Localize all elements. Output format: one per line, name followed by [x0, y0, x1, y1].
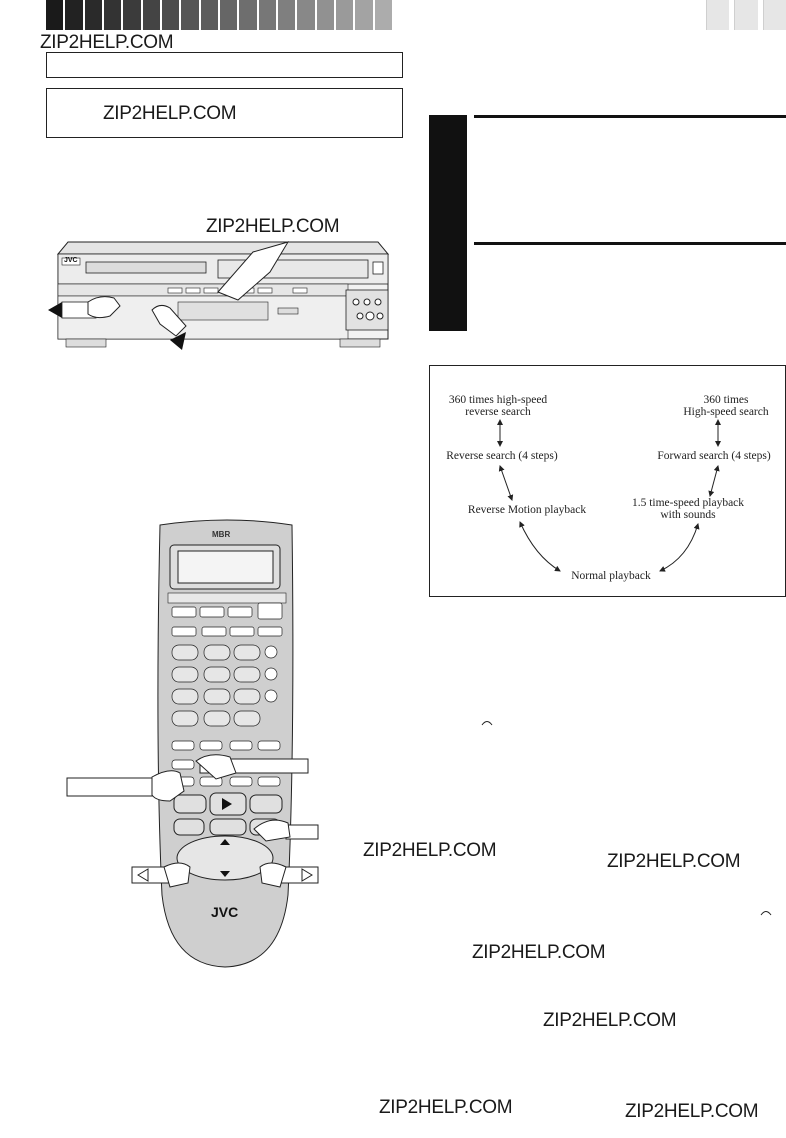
- remote-top-logo: MBR: [212, 530, 231, 539]
- watermark: ZIP2HELP.COM: [363, 840, 497, 861]
- watermark: ZIP2HELP.COM: [379, 1097, 513, 1118]
- node-revmotion: Reverse Motion playback: [467, 504, 587, 516]
- node-fwdsearch: Forward search (4 steps): [657, 450, 771, 462]
- section-rule-middle: [474, 242, 786, 245]
- watermark: ZIP2HELP.COM: [472, 942, 606, 963]
- header-bar-segment: [277, 0, 298, 30]
- arrow-revmotion-normal: [519, 521, 561, 572]
- header-bar-segment: [374, 0, 394, 30]
- header-bar-segment: [161, 0, 182, 30]
- watermark: ZIP2HELP.COM: [40, 32, 174, 53]
- header-bar-segment: [46, 0, 66, 30]
- watermark: ZIP2HELP.COM: [543, 1010, 677, 1031]
- caret-mark-icon: [760, 911, 772, 916]
- header-bar-segment: [142, 0, 162, 30]
- header-bar-segment: [335, 0, 356, 30]
- header-bar-segment: [297, 0, 317, 30]
- header-bar-segment: [355, 0, 375, 30]
- header-bar-segment: [103, 0, 124, 30]
- watermark: ZIP2HELP.COM: [607, 851, 741, 872]
- page-tab-markers: [706, 0, 786, 30]
- header-bar-segment: [181, 0, 201, 30]
- vcr-brand: JVC: [64, 257, 78, 264]
- watermark: ZIP2HELP.COM: [206, 216, 340, 237]
- header-bar-segment: [84, 0, 104, 30]
- section-rule-top: [474, 115, 786, 118]
- header-bar-segment: [65, 0, 85, 30]
- header-bar-segment: [123, 0, 143, 30]
- header-bar-segment: [316, 0, 336, 30]
- header-gradient-bar: [46, 0, 394, 30]
- arrow-revsearch-revmotion: [498, 465, 514, 501]
- header-bar-segment: [219, 0, 240, 30]
- header-bar-segment: [239, 0, 259, 30]
- watermark: ZIP2HELP.COM: [103, 103, 237, 124]
- vcr-illustration: [48, 241, 390, 350]
- arrow-fwdsearch-speed15: [708, 465, 720, 497]
- header-bar-segment: [200, 0, 220, 30]
- node-normal: Normal playback: [571, 570, 651, 582]
- watermark: ZIP2HELP.COM: [625, 1101, 759, 1122]
- remote-illustration: [66, 519, 319, 968]
- header-bar-segment: [258, 0, 278, 30]
- subheading-box: [46, 88, 403, 138]
- node-revsearch: Reverse search (4 steps): [446, 450, 558, 462]
- heading-box: [46, 52, 403, 78]
- remote-brand: JVC: [211, 904, 239, 920]
- caret-mark-icon: [481, 721, 493, 726]
- arrow-speed15-normal: [659, 523, 700, 572]
- section-side-bar: [429, 115, 467, 331]
